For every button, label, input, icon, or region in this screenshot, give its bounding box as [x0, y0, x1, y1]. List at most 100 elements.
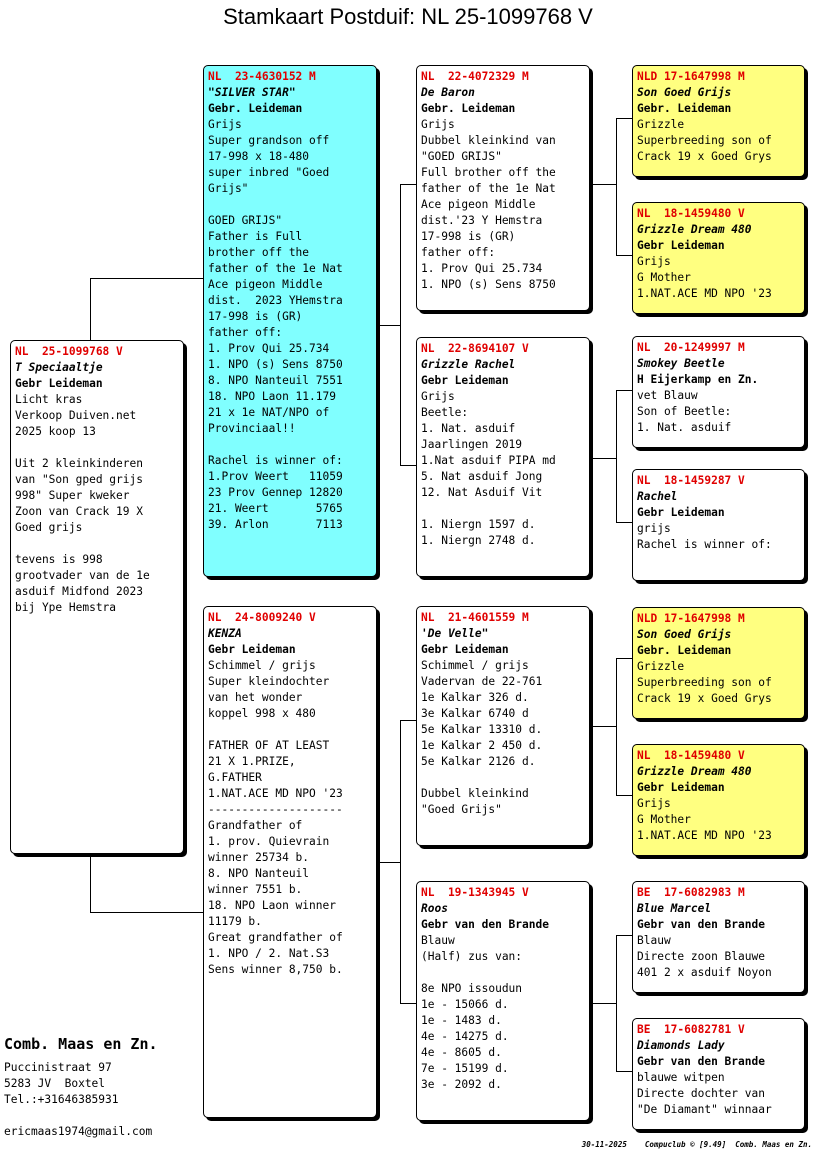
info-line: 1. Prov Qui 25.734	[421, 262, 543, 275]
connector-line	[616, 255, 632, 256]
info-line: Jaarlingen 2019	[421, 438, 523, 451]
connector-line	[616, 658, 617, 796]
info-line: blauwe witpen	[637, 1071, 725, 1084]
info-line: 1.NAT.ACE MD NPO '23	[637, 287, 772, 300]
info-line: asduif Midfond 2023	[15, 585, 143, 598]
info-line: 11179 b.	[208, 915, 262, 928]
info-line: 7e - 15199 d.	[421, 1062, 509, 1075]
info-line: father of the 1e Nat	[421, 182, 556, 195]
info-line: grootvader van de 1e	[15, 569, 150, 582]
connector-line	[616, 118, 617, 256]
ring-number: NL 25-1099768 V	[15, 345, 123, 358]
connector-line	[616, 795, 632, 796]
ring-number: NL 22-8694107 V	[421, 342, 529, 355]
info-line: G Mother	[637, 813, 691, 826]
info-line: Schimmel / grijs	[208, 659, 316, 672]
pigeon-name: Rachel	[637, 490, 678, 503]
ring-number: NL 19-1343945 V	[421, 886, 529, 899]
breeder-name: Gebr van den Brande	[637, 918, 765, 931]
ring-number: NL 21-4601559 M	[421, 611, 529, 624]
info-line: Directe zoon Blauwe	[637, 950, 765, 963]
info-line: 5e Kalkar 2126 d.	[421, 755, 536, 768]
info-line: 1.NAT.ACE MD NPO '23	[637, 829, 772, 842]
connector-line	[616, 118, 632, 119]
info-line: "De Diamant" winnaar	[637, 1103, 772, 1116]
info-line: Crack 19 x Goed Grys	[637, 692, 772, 705]
connector-line	[590, 726, 616, 727]
info-line: Super kleindochter	[208, 675, 330, 688]
ring-number: NLD 17-1647998 M	[637, 612, 745, 625]
info-line: Superbreeding son of	[637, 134, 772, 147]
info-line: Dubbel kleinkind	[421, 787, 529, 800]
pigeon-name: T Speciaaltje	[15, 361, 103, 374]
info-line: father off:	[208, 326, 283, 339]
breeder-name: Gebr. Leideman	[637, 644, 732, 657]
info-line: 8. NPO Nanteuil 7551	[208, 374, 343, 387]
connector-line	[90, 854, 91, 912]
info-line: Vadervan de 22-761	[421, 675, 543, 688]
info-line: Father is Full	[208, 230, 303, 243]
pigeon-card-father[interactable]: NL 23-4630152 M"SILVER STAR"Gebr. Leidem…	[203, 65, 377, 577]
owner-name: Comb. Maas en Zn.	[4, 1035, 158, 1053]
blank-line	[15, 440, 179, 456]
info-line: Verkoop Duiven.net	[15, 409, 137, 422]
info-line: Son of Beetle:	[637, 405, 732, 418]
connector-line	[616, 658, 632, 659]
connector-line	[616, 390, 632, 391]
breeder-name: Gebr Leideman	[421, 374, 509, 387]
info-line: 21. Weert 5765	[208, 502, 343, 515]
info-line: father off:	[421, 246, 496, 259]
info-line: Rachel is winner of:	[637, 538, 772, 551]
owner-email[interactable]: ericmaas1974@gmail.com	[4, 1125, 153, 1138]
info-line: 1. prov. Quievrain	[208, 835, 330, 848]
info-line: 1e Kalkar 2 450 d.	[421, 739, 543, 752]
info-line: 1. Niergn 2748 d.	[421, 534, 536, 547]
pigeon-name: 'De Velle"	[421, 627, 489, 640]
info-line: 17-998 is (GR)	[421, 230, 516, 243]
info-line: Blauw	[637, 934, 671, 947]
connector-line	[616, 935, 632, 936]
info-line: 2025 koop 13	[15, 425, 96, 438]
pigeon-name: Grizzle Rachel	[421, 358, 516, 371]
connector-line	[378, 862, 400, 863]
info-line: Beetle:	[421, 406, 469, 419]
info-line: Great grandfather of	[208, 931, 343, 944]
pigeon-name: Son Goed Grijs	[637, 86, 732, 99]
connector-line	[616, 935, 617, 1072]
connector-line	[590, 458, 616, 459]
info-line: Goed grijs	[15, 521, 83, 534]
pigeon-name: KENZA	[208, 627, 242, 640]
info-line: Rachel is winner of:	[208, 454, 343, 467]
blank-line	[15, 536, 179, 552]
pigeon-name: Grizzle Dream 480	[637, 223, 752, 236]
info-line: 1. NPO / 2. Nat.S3	[208, 947, 330, 960]
info-line: 8e NPO issoudun	[421, 982, 523, 995]
info-line: 1. NPO (s) Sens 8750	[208, 358, 343, 371]
info-line: 998" Super kweker	[15, 489, 130, 502]
info-line: 1.Nat asduif PIPA md	[421, 454, 556, 467]
breeder-name: Gebr Leideman	[15, 377, 103, 390]
breeder-name: Gebr. Leideman	[208, 102, 303, 115]
blank-line	[421, 965, 585, 981]
info-line: Ace pigeon Middle	[208, 278, 323, 291]
info-line: 18. NPO Laon winner	[208, 899, 336, 912]
info-line: Directe dochter van	[637, 1087, 765, 1100]
breeder-name: Gebr Leideman	[637, 781, 725, 794]
info-line: 1. Niergn 1597 d.	[421, 518, 536, 531]
ring-number: NL 18-1459287 V	[637, 474, 745, 487]
info-line: Uit 2 kleinkinderen	[15, 457, 143, 470]
